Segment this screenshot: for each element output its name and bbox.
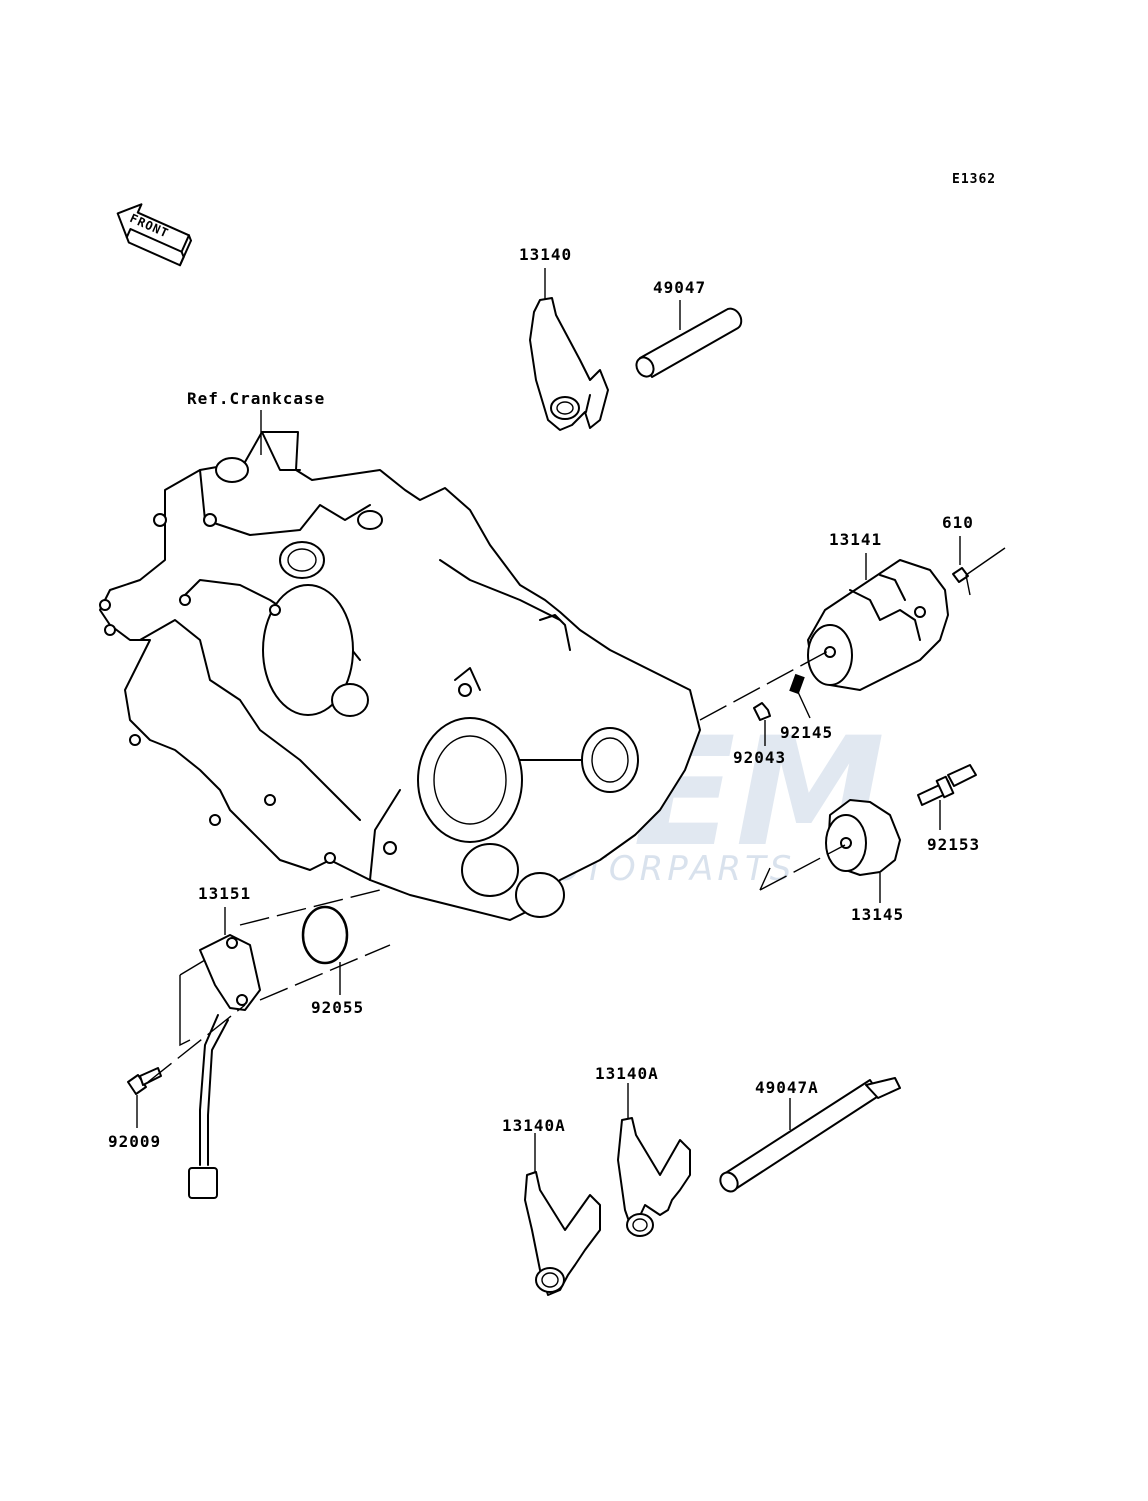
label-92043[interactable]: 92043	[733, 748, 787, 767]
shift-drum-13141-icon	[807, 559, 949, 691]
label-13140a-upper[interactable]: 13140A	[595, 1064, 659, 1083]
label-92055[interactable]: 92055	[311, 998, 365, 1017]
label-92009[interactable]: 92009	[108, 1132, 162, 1151]
label-49047[interactable]: 49047	[653, 278, 707, 297]
fork-shaft-49047a-icon	[719, 1077, 901, 1193]
cam-gear-13145-icon	[825, 799, 901, 876]
front-arrow-icon	[116, 203, 192, 267]
shift-fork-13140a-upper-icon	[617, 1117, 691, 1237]
o-ring-92055-icon	[301, 905, 349, 965]
label-92145[interactable]: 92145	[780, 723, 834, 742]
leader-lines	[136, 268, 1006, 1172]
fork-shaft-49047-icon	[635, 307, 743, 378]
crankcase-icon	[99, 431, 701, 921]
label-92153[interactable]: 92153	[927, 835, 981, 854]
pin-610-icon	[952, 567, 969, 583]
label-610[interactable]: 610	[942, 513, 974, 532]
shift-fork-13140-icon	[529, 297, 609, 431]
shift-fork-13140a-lower-icon	[524, 1171, 601, 1296]
label-13141[interactable]: 13141	[829, 530, 883, 549]
label-13140a-lower[interactable]: 13140A	[502, 1116, 566, 1135]
ref-crankcase-label: Ref.Crankcase	[187, 389, 326, 408]
label-13145[interactable]: 13145	[851, 905, 905, 924]
label-49047a[interactable]: 49047A	[755, 1078, 819, 1097]
position-sensor-13151-icon	[188, 934, 261, 1199]
label-13151[interactable]: 13151	[198, 884, 252, 903]
bolt-92153-icon	[917, 764, 977, 806]
label-13140[interactable]: 13140	[519, 245, 573, 264]
pin-92043-icon	[753, 702, 771, 721]
spring-92145-icon	[789, 673, 805, 695]
bolt-92009-icon	[127, 1067, 162, 1095]
diagram-id: E1362	[952, 172, 997, 187]
